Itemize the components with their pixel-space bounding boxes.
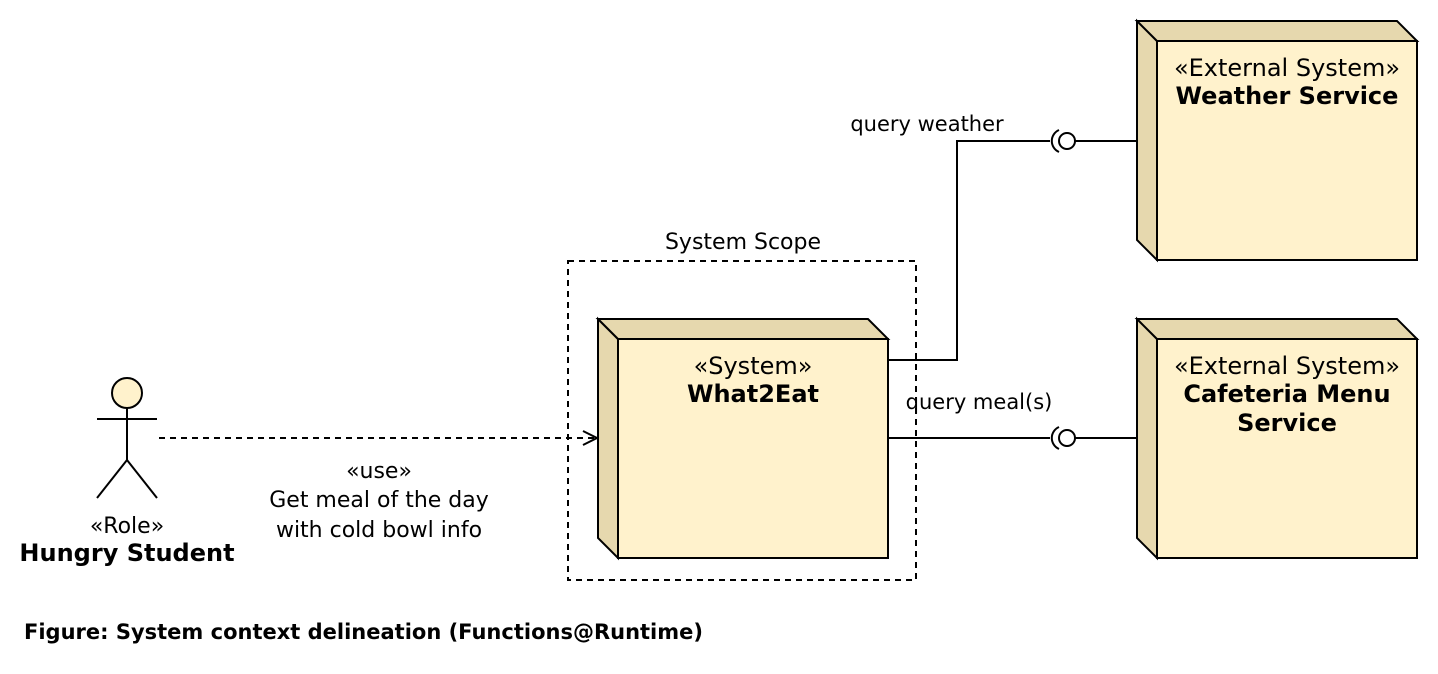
actor-head [111, 377, 143, 409]
what2eat-node[interactable]: «System» What2Eat [595, 316, 891, 561]
weather-service-name: Weather Service [1176, 82, 1399, 110]
weather-interface-label: query weather [850, 112, 1004, 136]
actor-stereotype: «Role» [90, 514, 164, 539]
use-label-line2: with cold bowl info [276, 518, 482, 543]
cafeteria-service-name-line1: Cafeteria Menu [1183, 380, 1390, 408]
weather-service-stereotype: «External System» [1174, 54, 1400, 82]
what2eat-name: What2Eat [687, 380, 819, 408]
cafeteria-service-node[interactable]: «External System» Cafeteria Menu Service [1134, 316, 1420, 561]
meal-interface-connector: query meal(s) [888, 390, 1137, 450]
system-scope-label: System Scope [665, 230, 821, 255]
meal-interface-label: query meal(s) [906, 390, 1053, 414]
what2eat-stereotype: «System» [694, 352, 813, 380]
use-dependency: «use» Get meal of the day with cold bowl… [159, 430, 600, 543]
figure-caption: Figure: System context delineation (Func… [24, 620, 703, 644]
actor-hungry-student[interactable]: «Role» Hungry Student [19, 377, 235, 567]
actor-name: Hungry Student [19, 539, 234, 567]
cafeteria-service-stereotype: «External System» [1174, 352, 1400, 380]
use-stereotype: «use» [346, 459, 412, 484]
system-scope-boundary [567, 260, 917, 581]
weather-interface-connector: query weather [850, 112, 1137, 361]
use-label-line1: Get meal of the day [269, 488, 489, 513]
weather-service-node[interactable]: «External System» Weather Service [1134, 18, 1420, 263]
cafeteria-service-name-line2: Service [1237, 409, 1337, 437]
